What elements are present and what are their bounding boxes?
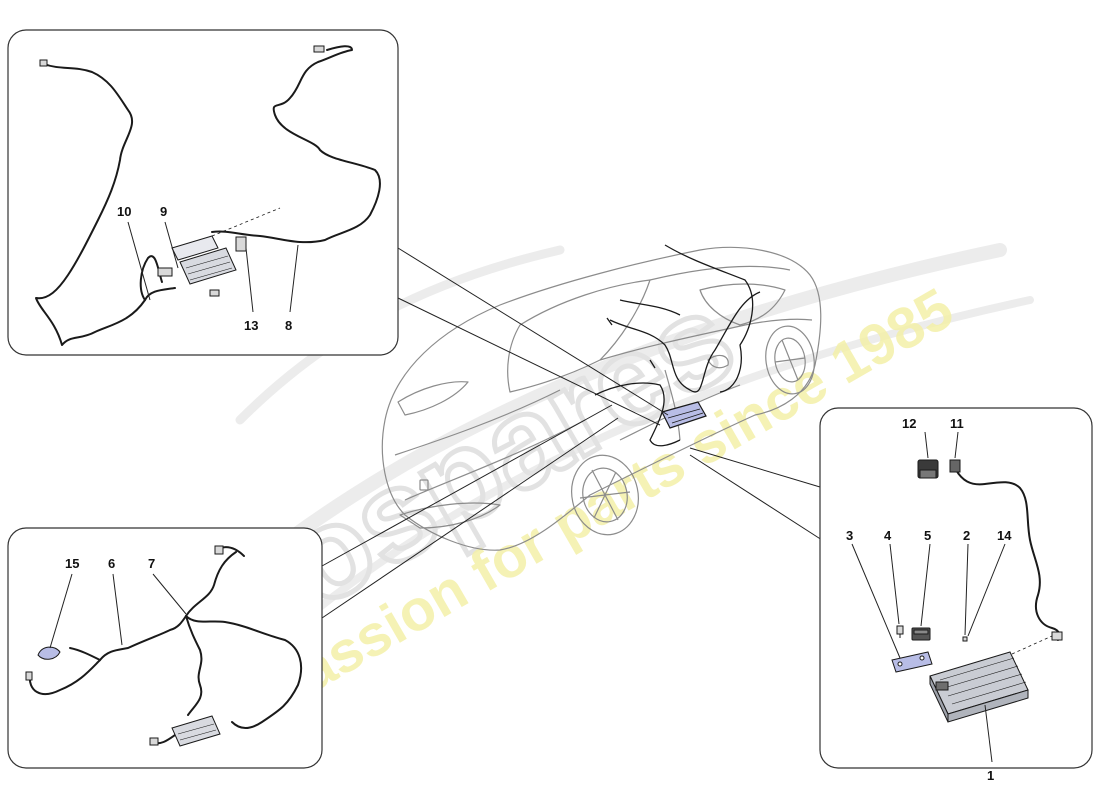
panel-bottom-left: 15 6 7 bbox=[7, 527, 323, 769]
callout-2: 2 bbox=[963, 528, 970, 543]
harness-11 bbox=[955, 469, 1061, 641]
callout-10: 10 bbox=[117, 204, 131, 219]
callout-7: 7 bbox=[148, 556, 155, 571]
harness-6-7 bbox=[28, 546, 303, 745]
panel-top-left: 10 9 13 8 bbox=[7, 29, 399, 356]
panel-bottom-left-frame bbox=[7, 527, 323, 769]
callout-3: 3 bbox=[846, 528, 853, 543]
car-harness-routing bbox=[594, 244, 761, 447]
leader-lines bbox=[321, 247, 823, 619]
part-12-switch bbox=[917, 459, 939, 479]
callout-1: 1 bbox=[987, 768, 994, 783]
callout-9: 9 bbox=[160, 204, 167, 219]
part-5-module bbox=[911, 627, 931, 641]
callout-5: 5 bbox=[924, 528, 931, 543]
amplifier-bottom-left bbox=[171, 715, 221, 747]
callout-8: 8 bbox=[285, 318, 292, 333]
callout-4: 4 bbox=[884, 528, 892, 543]
car-amplifier-highlight bbox=[661, 401, 707, 429]
car-outline bbox=[381, 246, 822, 551]
callout-11: 11 bbox=[950, 416, 964, 431]
callout-13: 13 bbox=[244, 318, 258, 333]
harness-ends-top-left bbox=[39, 45, 325, 297]
callout-14: 14 bbox=[997, 528, 1012, 543]
callout-12: 12 bbox=[902, 416, 916, 431]
part-1-amplifier bbox=[929, 635, 1053, 723]
harness-ends-bottom-left bbox=[25, 545, 224, 746]
part-15-bracket bbox=[37, 646, 61, 660]
part-2-fastener bbox=[962, 636, 968, 642]
part-3-bracket bbox=[891, 651, 933, 673]
callout-leaders-right bbox=[851, 431, 1006, 763]
callout-leaders-top-left bbox=[127, 221, 299, 313]
panel-right-frame bbox=[819, 407, 1093, 769]
callout-15: 15 bbox=[65, 556, 79, 571]
callout-leaders-bottom-left bbox=[49, 573, 187, 649]
amplifier-top-left bbox=[171, 207, 281, 285]
part-4-screw bbox=[896, 625, 904, 638]
callout-6: 6 bbox=[108, 556, 115, 571]
panel-top-left-frame bbox=[7, 29, 399, 356]
panel-right: 12 11 3 4 5 2 14 1 bbox=[819, 407, 1093, 783]
